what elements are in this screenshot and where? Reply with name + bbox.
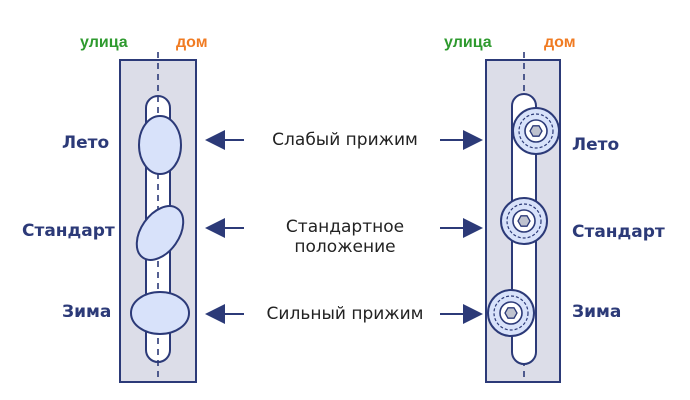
left-street-label: улица [80,34,128,51]
right-label-summer: Лето [572,135,620,155]
left-label-summer: Лето [62,133,110,153]
right-cam-winter [487,289,535,337]
right-cam-summer [512,107,560,155]
arrows [205,130,483,324]
left-cam-summer [138,115,182,175]
right-profile [485,52,561,383]
desc-standard: Стандартное положение [255,217,435,257]
left-label-winter: Зима [62,302,112,322]
left-cam-winter [130,291,190,335]
desc-weak: Слабый прижим [272,130,418,150]
right-label-winter: Зима [572,302,622,322]
right-cam-standard [500,197,548,245]
desc-strong: Сильный прижим [266,304,424,324]
desc-standard-line1: Стандартное [285,217,405,237]
right-label-standard: Стандарт [572,222,665,242]
right-street-label: улица [444,34,492,51]
left-label-standard: Стандарт [22,221,115,241]
left-cam-standard [135,205,185,261]
left-home-label: дом [176,34,208,51]
desc-standard-line2: положение [294,237,396,257]
left-profile [119,52,197,383]
right-home-label: дом [544,34,576,51]
